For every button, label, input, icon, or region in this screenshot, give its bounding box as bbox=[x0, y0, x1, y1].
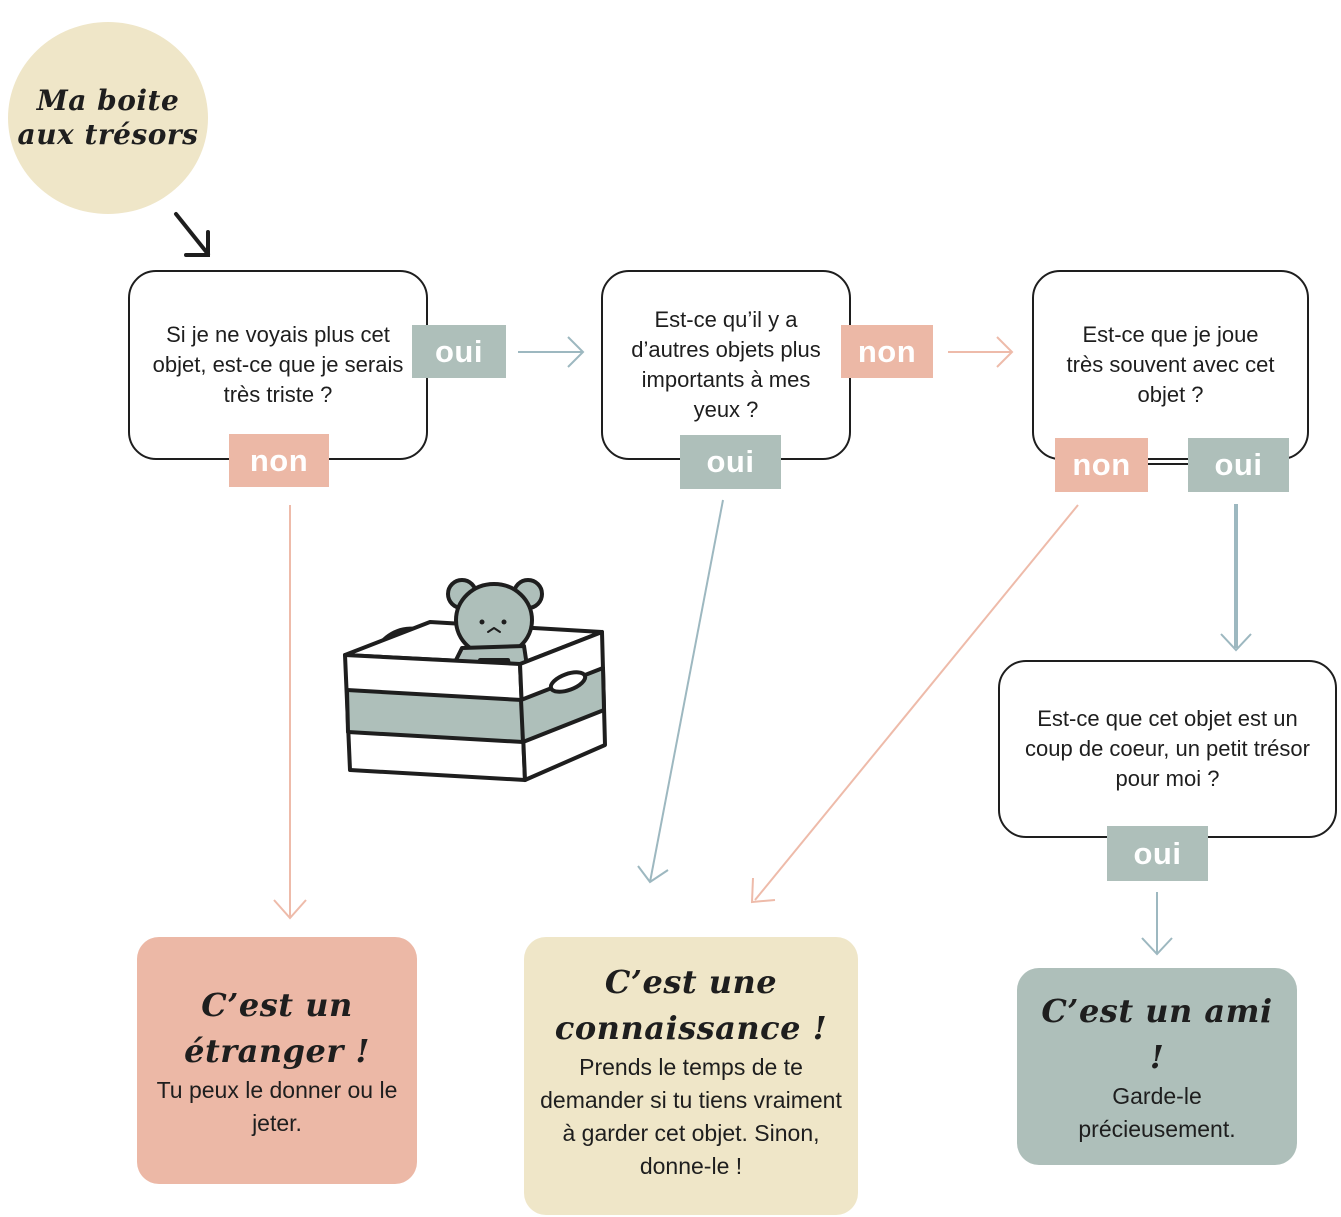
result-acquaintance-title: C’est une connaissance ! bbox=[555, 959, 827, 1051]
start-circle: Ma boite aux trésors bbox=[8, 22, 208, 214]
arrow-q2-to-acquaintance bbox=[637, 499, 724, 884]
answer-tag-q4-oui: oui bbox=[1107, 826, 1208, 881]
start-title-line1: Ma boite bbox=[36, 84, 180, 117]
question-2-text: Est-ce qu’il y a d’autres objets plus im… bbox=[631, 307, 821, 422]
result-acquaintance-title-line2: connaissance ! bbox=[554, 1009, 828, 1047]
result-friend-text: Garde-le précieusement. bbox=[1078, 1082, 1236, 1142]
start-title-line2: aux trésors bbox=[17, 118, 199, 151]
question-box-2: Est-ce qu’il y a d’autres objets plus im… bbox=[601, 270, 851, 460]
arrow-q1-to-stranger bbox=[273, 505, 307, 920]
question-4-text: Est-ce que cet objet est un coup de coeu… bbox=[1025, 706, 1310, 791]
answer-tag-q2-non: non bbox=[841, 325, 933, 378]
arrow-q2-to-q3 bbox=[948, 336, 1014, 368]
question-box-1: Si je ne voyais plus cet objet, est-ce q… bbox=[128, 270, 428, 460]
answer-tag-q1-non: non bbox=[229, 434, 329, 487]
question-box-4: Est-ce que cet objet est un coup de coeu… bbox=[998, 660, 1337, 838]
question-1-text: Si je ne voyais plus cet objet, est-ce q… bbox=[152, 322, 404, 407]
result-stranger-title-line2: étranger ! bbox=[184, 1031, 370, 1070]
answer-tag-q3-non: non bbox=[1055, 438, 1148, 492]
result-acquaintance-title-line1: C’est une bbox=[604, 963, 778, 1001]
result-stranger-text: Tu peux le donner ou le jeter. bbox=[156, 1076, 398, 1136]
answer-tag-q2-oui: oui bbox=[680, 435, 781, 489]
answer-tag-q3-oui: oui bbox=[1188, 438, 1289, 492]
question-box-3: Est-ce que je joue très souvent avec cet… bbox=[1032, 270, 1309, 460]
arrow-q3-to-q4 bbox=[1220, 504, 1252, 652]
result-stranger-title: C’est un étranger ! bbox=[184, 982, 370, 1074]
answer-tag-q1-oui: oui bbox=[412, 325, 506, 378]
arrow-q1-to-q2 bbox=[518, 336, 585, 368]
question-3-text: Est-ce que je joue très souvent avec cet… bbox=[1066, 322, 1275, 407]
arrow-q4-to-friend bbox=[1141, 892, 1173, 956]
start-title: Ma boite aux trésors bbox=[18, 84, 199, 152]
result-stranger: C’est un étranger ! Tu peux le donner ou… bbox=[137, 937, 417, 1184]
result-friend-title: C’est un ami ! bbox=[1041, 991, 1273, 1076]
result-stranger-title-line1: C’est un bbox=[201, 985, 353, 1024]
arrow-q3-to-acquaintance bbox=[750, 504, 1079, 904]
result-acquaintance: C’est une connaissance ! Prends le temps… bbox=[524, 937, 858, 1215]
result-acquaintance-text: Prends le temps de te demander si tu tie… bbox=[540, 1054, 842, 1179]
teddy-bear-in-box-icon bbox=[343, 578, 607, 782]
result-friend: C’est un ami ! Garde-le précieusement. bbox=[1017, 968, 1297, 1165]
start-arrow bbox=[174, 212, 210, 257]
